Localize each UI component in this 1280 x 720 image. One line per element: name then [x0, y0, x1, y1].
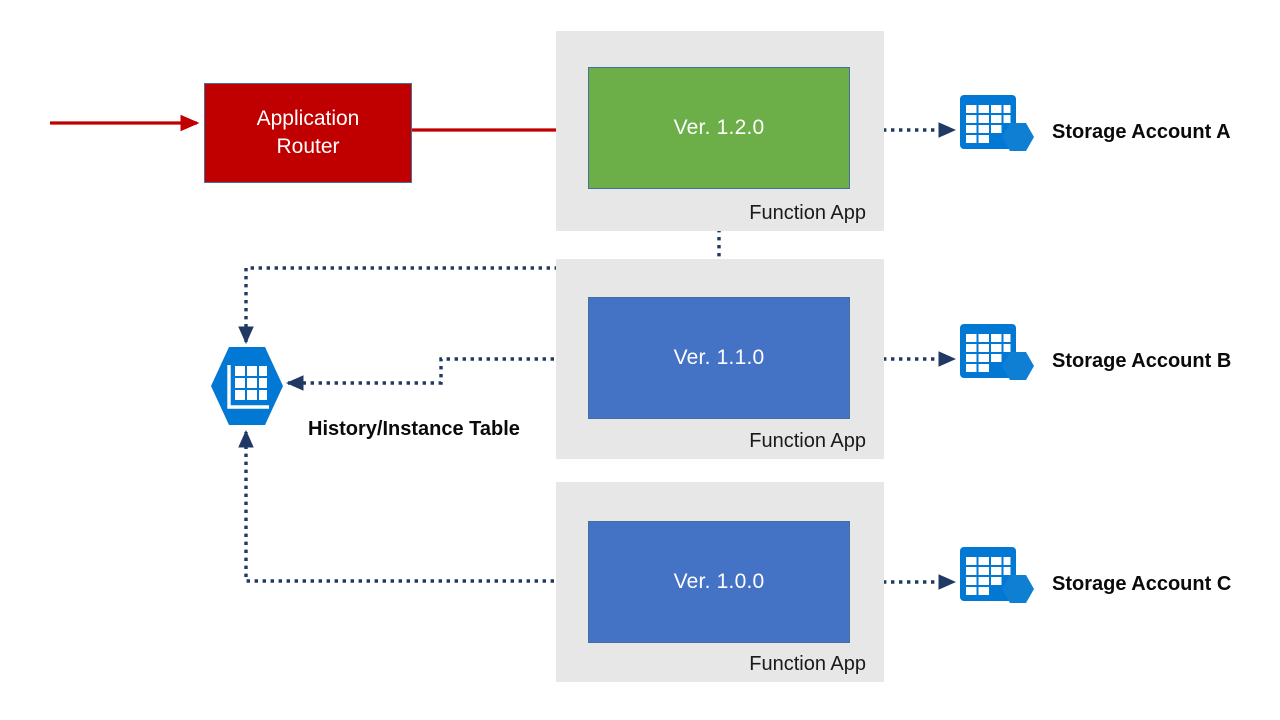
function-app-label-1: Function App	[749, 202, 866, 224]
function-app-label-2: Function App	[749, 430, 866, 452]
history-instance-table-label: History/Instance Table	[308, 418, 520, 440]
azure-storage-table-icon	[958, 322, 1034, 401]
arrow-v110-to-history-table	[285, 357, 586, 391]
azure-table-hexagon-icon	[209, 347, 285, 431]
function-app-label-3: Function App	[749, 653, 866, 675]
application-router-label-line1: Application	[256, 106, 360, 130]
storage-account-c[interactable]: Storage Account C	[958, 545, 1231, 624]
version-label-1-1-0: Ver. 1.1.0	[673, 346, 765, 369]
storage-account-c-label: Storage Account C	[1052, 573, 1232, 595]
version-label-1-2-0: Ver. 1.2.0	[673, 116, 765, 139]
arrow-v100-to-history-table	[238, 429, 586, 583]
storage-account-b[interactable]: Storage Account B	[958, 322, 1231, 401]
version-box-1-1-0[interactable]: Ver. 1.1.0	[588, 297, 850, 419]
azure-storage-table-icon	[958, 545, 1034, 624]
history-instance-table-node[interactable]	[209, 345, 285, 432]
application-router-box[interactable]: Application Router	[204, 83, 412, 183]
version-box-1-0-0[interactable]: Ver. 1.0.0	[588, 521, 850, 643]
storage-account-b-label: Storage Account B	[1052, 350, 1232, 372]
storage-account-a[interactable]: Storage Account A	[958, 93, 1231, 172]
application-router-label-line2: Router	[276, 135, 340, 158]
storage-account-a-label: Storage Account A	[1052, 121, 1231, 143]
azure-storage-table-icon	[958, 93, 1034, 172]
version-box-1-2-0[interactable]: Ver. 1.2.0	[588, 67, 850, 189]
version-label-1-0-0: Ver. 1.0.0	[673, 570, 765, 593]
